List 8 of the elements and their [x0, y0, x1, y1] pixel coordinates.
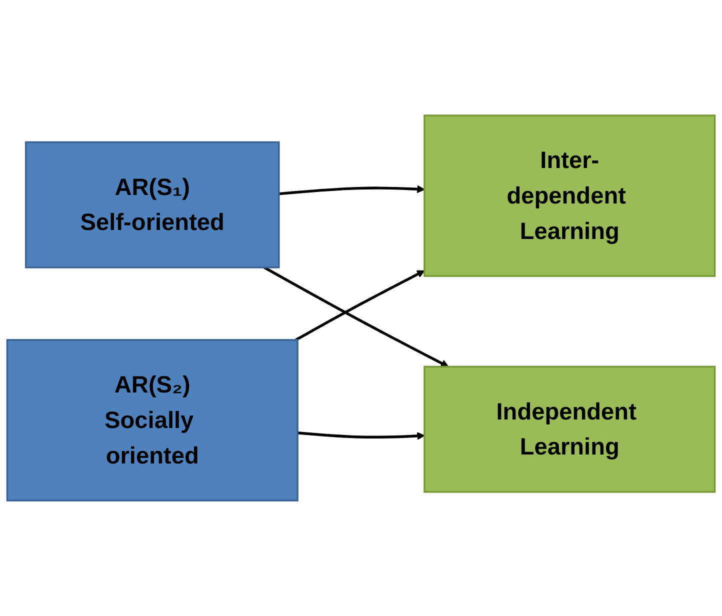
- arrow: [295, 270, 425, 342]
- arrow: [297, 432, 425, 440]
- arrow: [278, 185, 425, 196]
- arrow: [264, 266, 449, 368]
- node-box: Independent Learning: [424, 366, 716, 493]
- node-box: Inter-dependent Learning: [424, 114, 716, 277]
- node-box: AR(S₂) Socially oriented: [6, 339, 298, 502]
- node-box: AR(S₁) Self-oriented: [24, 141, 280, 268]
